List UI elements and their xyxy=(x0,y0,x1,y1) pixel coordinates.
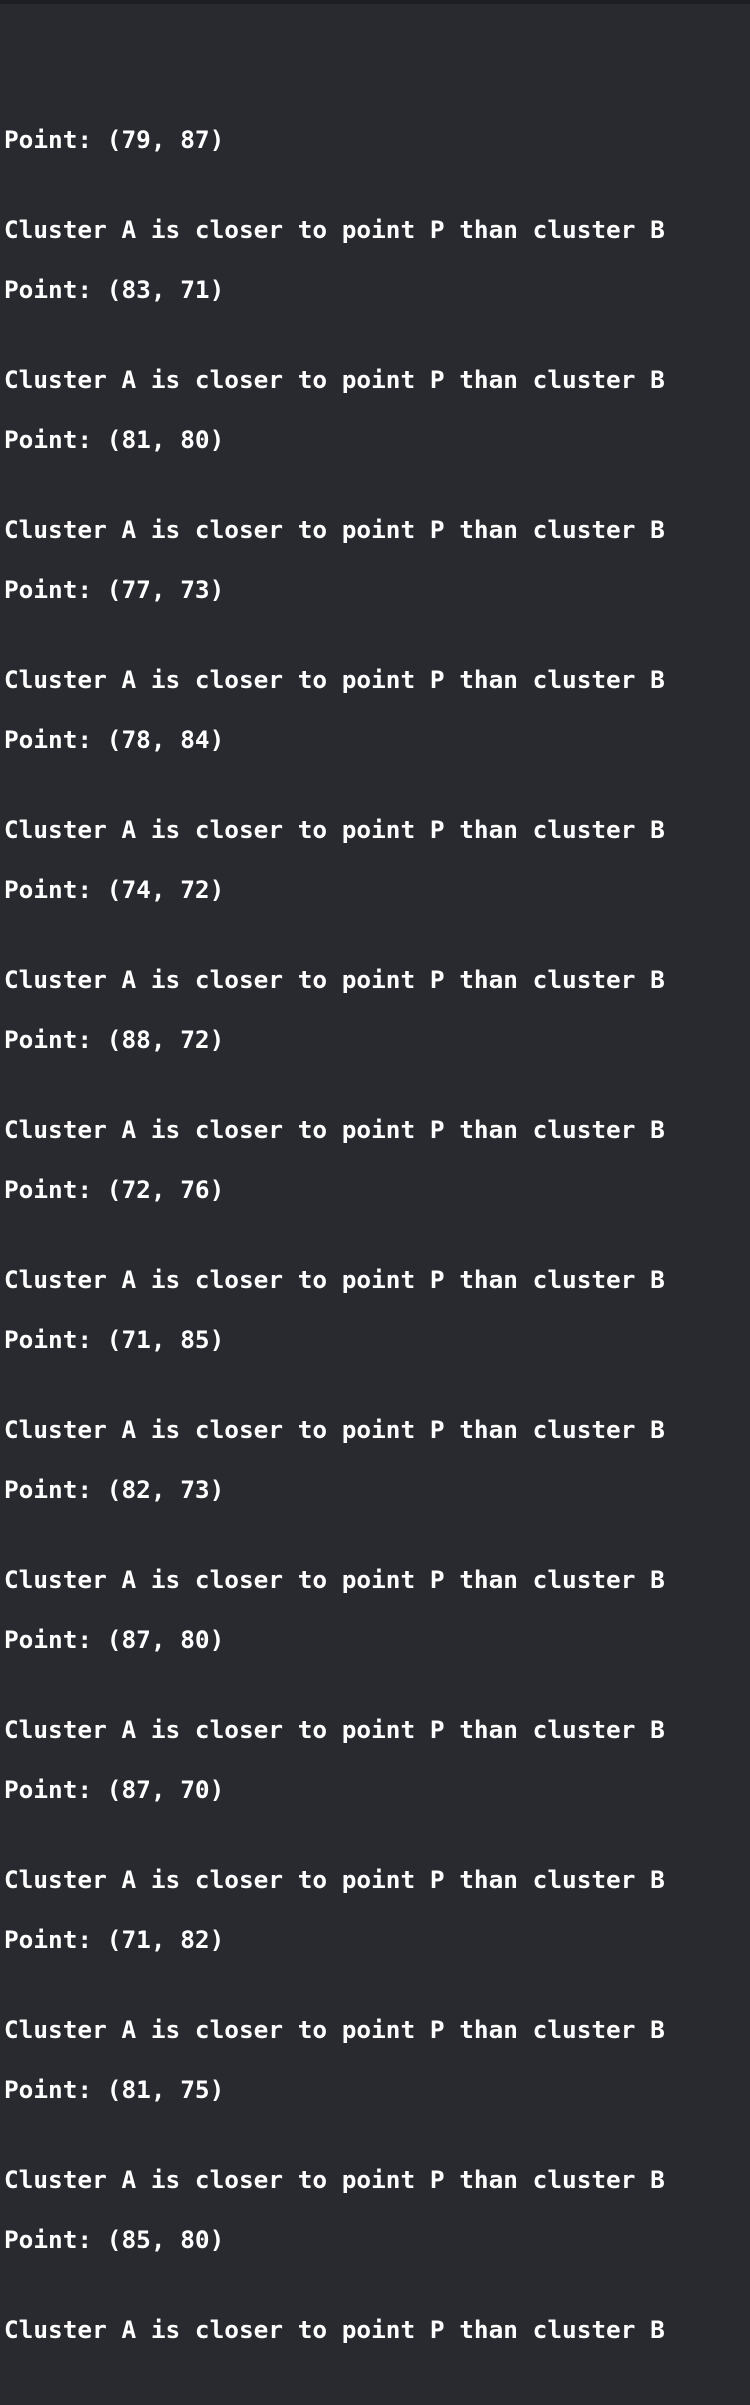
point-line: Point: (82, 73) xyxy=(4,1475,225,1504)
result-line: Cluster A is closer to point P than clus… xyxy=(4,2315,665,2344)
point-line: Point: (71, 82) xyxy=(4,1925,225,1954)
result-line: Cluster A is closer to point P than clus… xyxy=(4,2015,665,2044)
result-line: Cluster A is closer to point P than clus… xyxy=(4,365,665,394)
result-line: Cluster A is closer to point P than clus… xyxy=(4,965,665,994)
console-output: Point: (79, 87) Cluster A is closer to p… xyxy=(4,5,744,2344)
result-line: Cluster A is closer to point P than clus… xyxy=(4,665,665,694)
point-line: Point: (83, 71) xyxy=(4,275,225,304)
point-line: Point: (85, 80) xyxy=(4,2225,225,2254)
console-entry: Point: (72, 76) Cluster A is closer to p… xyxy=(4,1115,744,1294)
point-line: Point: (74, 72) xyxy=(4,875,225,904)
point-line: Point: (88, 72) xyxy=(4,1025,225,1054)
result-line: Cluster A is closer to point P than clus… xyxy=(4,1115,665,1144)
result-line: Cluster A is closer to point P than clus… xyxy=(4,815,665,844)
point-line: Point: (78, 84) xyxy=(4,725,225,754)
point-line: Point: (72, 76) xyxy=(4,1175,225,1204)
result-line: Cluster A is closer to point P than clus… xyxy=(4,1265,665,1294)
result-line: Cluster A is closer to point P than clus… xyxy=(4,1715,665,1744)
console-entry: Point: (77, 73) Cluster A is closer to p… xyxy=(4,515,744,694)
console-entry: Point: (78, 84) Cluster A is closer to p… xyxy=(4,665,744,844)
result-line: Cluster A is closer to point P than clus… xyxy=(4,1865,665,1894)
point-line: Point: (81, 75) xyxy=(4,2075,225,2104)
window-top-border xyxy=(0,0,750,4)
result-line: Cluster A is closer to point P than clus… xyxy=(4,1565,665,1594)
console-entry: Point: (74, 72) Cluster A is closer to p… xyxy=(4,815,744,994)
point-line: Point: (79, 87) xyxy=(4,125,225,154)
point-line: Point: (87, 70) xyxy=(4,1775,225,1804)
point-line: Point: (87, 80) xyxy=(4,1625,225,1654)
point-line: Point: (81, 80) xyxy=(4,425,225,454)
console-entry: Point: (88, 72) Cluster A is closer to p… xyxy=(4,965,744,1144)
result-line: Cluster A is closer to point P than clus… xyxy=(4,1415,665,1444)
result-line: Cluster A is closer to point P than clus… xyxy=(4,515,665,544)
result-line: Cluster A is closer to point P than clus… xyxy=(4,2165,665,2194)
console-entry: Point: (83, 71) Cluster A is closer to p… xyxy=(4,215,744,394)
point-line: Point: (71, 85) xyxy=(4,1325,225,1354)
result-line: Cluster A is closer to point P than clus… xyxy=(4,215,665,244)
point-line: Point: (77, 73) xyxy=(4,575,225,604)
console-entry: Point: (79, 87) Cluster A is closer to p… xyxy=(4,65,744,244)
console-entry: Point: (81, 80) Cluster A is closer to p… xyxy=(4,365,744,544)
